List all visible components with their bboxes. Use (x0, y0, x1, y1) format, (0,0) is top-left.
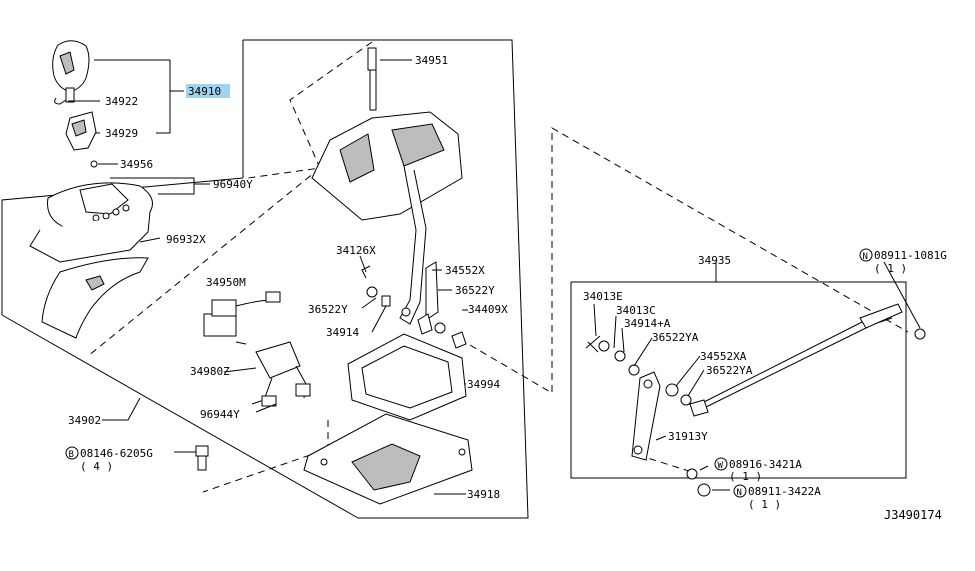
label-08146-qty: ( 4 ) (80, 460, 113, 473)
label-34918[interactable]: 34918 (467, 488, 500, 501)
label-34929[interactable]: 34929 (105, 127, 138, 140)
harness (203, 291, 311, 413)
indicator-cover (41, 237, 161, 339)
knob-assembly (52, 40, 184, 151)
label-34922[interactable]: 34922 (105, 95, 138, 108)
labels: 34910 34922 34929 34956 96940Y 96932X 34… (65, 54, 947, 522)
highlight-34910 (186, 84, 230, 98)
prefix-mark-N2 (733, 484, 747, 498)
label-36522Y-b[interactable]: 36522Y (455, 284, 495, 297)
label-08911-1081G-qty: ( 1 ) (874, 262, 907, 275)
label-08916-qty: ( 1 ) (729, 470, 762, 483)
label-36522YA-a[interactable]: 36522YA (652, 331, 699, 344)
label-34409X[interactable]: 34409X (468, 303, 508, 316)
label-31913Y[interactable]: 31913Y (668, 430, 708, 443)
label-08916-3421A[interactable]: 08916-3421A (729, 458, 802, 471)
cable-parts (585, 261, 921, 497)
cable-frame (570, 281, 907, 479)
label-34902[interactable]: 34902 (68, 414, 101, 427)
prefix-mark-B (65, 446, 79, 460)
prefix-mark-W (714, 457, 728, 471)
label-96940Y[interactable]: 96940Y (213, 178, 253, 191)
label-36522Y-a[interactable]: 36522Y (308, 303, 348, 316)
label-34013E[interactable]: 34013E (583, 290, 623, 303)
prefix-letter-W: W (718, 461, 724, 471)
prefix-letter-N2: N (737, 488, 742, 498)
label-08146-6205G[interactable]: 08146-6205G (80, 447, 153, 460)
label-34914[interactable]: 34914 (326, 326, 359, 339)
label-96932X[interactable]: 96932X (166, 233, 206, 246)
label-08911-3422A[interactable]: 08911-3422A (748, 485, 821, 498)
label-34552XA[interactable]: 34552XA (700, 350, 747, 363)
boot-plate (303, 413, 473, 505)
label-36522YA-b[interactable]: 36522YA (706, 364, 753, 377)
control-cable (689, 262, 926, 417)
shifter-body (311, 47, 467, 349)
label-08911-3422A-qty: ( 1 ) (748, 498, 781, 511)
finisher-plate (29, 160, 210, 263)
label-34980Z[interactable]: 34980Z (190, 365, 230, 378)
label-34914A[interactable]: 34914+A (624, 317, 671, 330)
leader-34902 (102, 397, 141, 421)
label-08911-1081G[interactable]: 08911-1081G (874, 249, 947, 262)
label-34935[interactable]: 34935 (698, 254, 731, 267)
label-34552X[interactable]: 34552X (445, 264, 485, 277)
prefix-letter-B: B (69, 450, 74, 460)
label-96944Y[interactable]: 96944Y (200, 408, 240, 421)
label-34994[interactable]: 34994 (467, 378, 500, 391)
prefix-mark-N1 (859, 248, 873, 262)
prefix-letter-N1: N (863, 252, 868, 262)
label-34910[interactable]: 34910 (188, 85, 221, 98)
label-34126X[interactable]: 34126X (336, 244, 376, 257)
bolt-08146 (174, 445, 209, 471)
gasket (347, 333, 467, 421)
label-34951[interactable]: 34951 (415, 54, 448, 67)
label-34013C[interactable]: 34013C (616, 304, 656, 317)
label-34950M[interactable]: 34950M (206, 276, 246, 289)
diagram-id: J3490174 (884, 508, 942, 522)
dashed-outline (87, 41, 909, 493)
label-34956[interactable]: 34956 (120, 158, 153, 171)
